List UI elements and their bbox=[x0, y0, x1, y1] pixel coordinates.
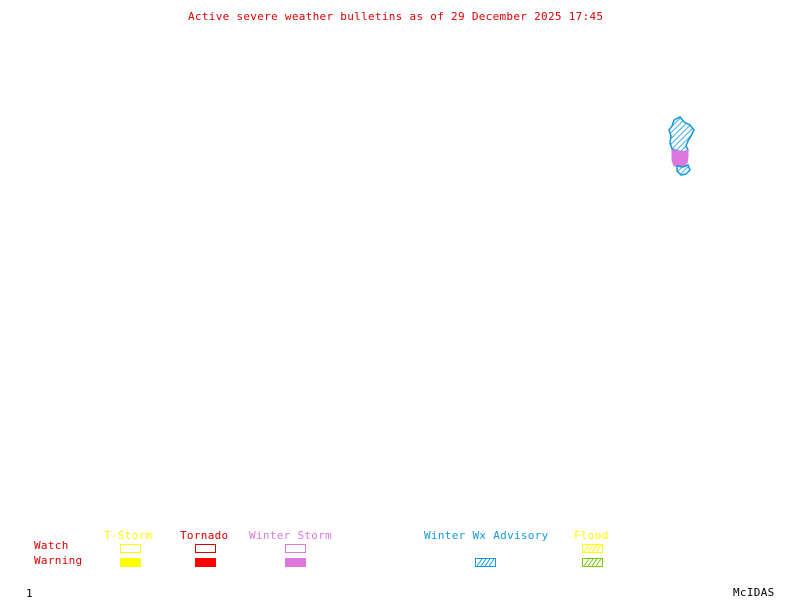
swatch-winter-wx-advisory-warning bbox=[475, 558, 496, 567]
swatch-tstorm-watch bbox=[120, 544, 141, 553]
swatch-tornado-warning bbox=[195, 558, 216, 567]
bulletin-area-winter-storm-warning[interactable] bbox=[671, 149, 689, 168]
legend-category-winter-storm: Winter Storm bbox=[249, 529, 333, 542]
legend-category-tstorm: T-Storm bbox=[104, 529, 153, 542]
swatch-flood-warning bbox=[582, 558, 603, 567]
legend-category-flood: Flood bbox=[574, 529, 609, 542]
page-title: Active severe weather bulletins as of 29… bbox=[188, 10, 604, 23]
swatch-winter-storm-warning bbox=[285, 558, 306, 567]
legend-category-tornado: Tornado bbox=[180, 529, 229, 542]
swatch-flood-watch bbox=[582, 544, 603, 553]
bulletin-area-winter-wx-advisory-north[interactable] bbox=[668, 116, 695, 153]
swatch-tornado-watch bbox=[195, 544, 216, 553]
legend-row-label-warning: Warning bbox=[34, 554, 83, 567]
legend-row-label-watch: Watch bbox=[34, 539, 69, 552]
frame-number: 1 bbox=[26, 587, 33, 600]
bulletin-area-winter-wx-advisory-south[interactable] bbox=[676, 164, 691, 176]
map-area bbox=[0, 30, 800, 520]
brand-label: McIDAS bbox=[733, 586, 775, 599]
swatch-tstorm-warning bbox=[120, 558, 141, 567]
legend-category-winter-wx-advisory: Winter Wx Advisory bbox=[424, 529, 549, 542]
swatch-winter-storm-watch bbox=[285, 544, 306, 553]
